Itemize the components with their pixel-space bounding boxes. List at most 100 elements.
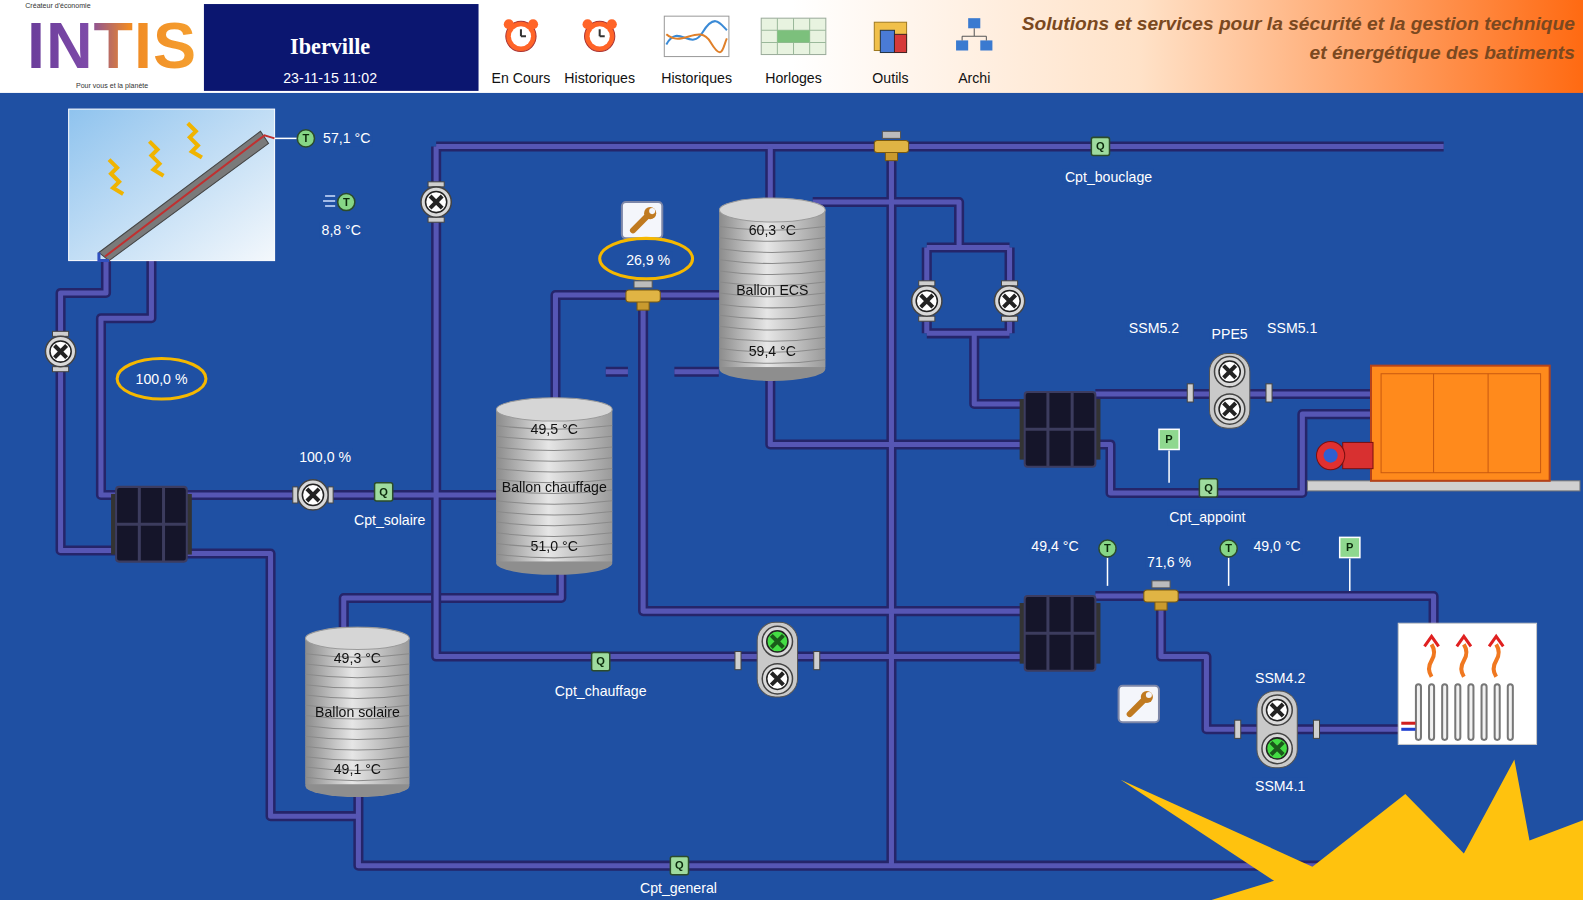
tank-shape (496, 501, 612, 505)
pumps (762, 664, 792, 694)
sensors (1220, 540, 1237, 557)
maintenance-icons (622, 202, 1159, 722)
screen-title: Iberville (290, 34, 370, 60)
valve-percentage: 71,6 % (1145, 553, 1193, 569)
tank-shape (496, 447, 612, 451)
sensors (670, 857, 688, 875)
tank-shape (305, 638, 409, 786)
wind-symbol (323, 196, 335, 206)
radiator (1424, 636, 1503, 646)
boiler (1381, 374, 1541, 473)
radiator (1398, 623, 1536, 744)
pumps (421, 182, 451, 222)
maintenance-icons (1119, 686, 1159, 722)
tank-shape (719, 271, 825, 275)
tank-shape (719, 249, 825, 253)
pressure-letter: P (1165, 433, 1172, 446)
sensors (1107, 558, 1109, 586)
pumps (1262, 733, 1292, 763)
sensor-letter: T (343, 196, 350, 209)
toolbar-button: Historiques (661, 70, 732, 86)
tank-temperature: 60,3 °C (749, 222, 796, 238)
solar-panel (149, 141, 163, 175)
tank-shape (496, 409, 612, 563)
toolbar-icons (607, 19, 617, 29)
highlight-rings (117, 359, 206, 399)
pipe-connector (344, 574, 562, 629)
meter-letter: Q (596, 655, 605, 668)
tank-shape (496, 468, 612, 472)
solar-panel (275, 138, 297, 140)
heat-exchangers (1020, 596, 1101, 671)
tank-temperature: 49,5 °C (531, 421, 578, 437)
tank-shape (719, 210, 825, 367)
radiator (1401, 722, 1415, 725)
toolbar-icons (504, 19, 514, 29)
valves (626, 281, 660, 310)
wind-symbol (323, 196, 335, 206)
pumps (912, 281, 942, 321)
toolbar-icons (504, 16, 993, 56)
sensors (375, 483, 393, 501)
sensors (1099, 540, 1116, 557)
logo-text: INTIS (27, 9, 197, 83)
meter-name: Cpt_chauffage (553, 683, 649, 699)
sensors (592, 653, 610, 671)
pumps (45, 331, 75, 371)
toolbar-icons (956, 18, 992, 50)
toolbar-icons (511, 26, 531, 46)
tank-shape (496, 458, 612, 462)
valves (874, 131, 908, 160)
header-bar (20, 2, 204, 91)
tank-shape (496, 533, 612, 537)
sensors (1199, 479, 1217, 497)
sensor-letter: T (1225, 542, 1232, 555)
solar-panel (69, 109, 297, 261)
pumps (757, 622, 797, 697)
pumps (45, 182, 1319, 768)
pumps (994, 281, 1024, 321)
meter-name: Cpt_solaire (352, 512, 428, 528)
toolbar-button: Horloges (765, 70, 822, 86)
tank-shape (719, 198, 825, 222)
tank-shape (305, 777, 409, 780)
toolbar-button: Historiques (564, 70, 635, 86)
boiler (1307, 481, 1580, 491)
pumps (814, 652, 820, 670)
toolbar-icons (664, 16, 729, 56)
tank-shape (496, 522, 612, 526)
pumps (1215, 394, 1245, 424)
boiler (1307, 366, 1580, 491)
pumps (762, 626, 792, 656)
pumps (1209, 354, 1249, 429)
tank-shape (305, 674, 409, 677)
meter-letter: Q (1204, 481, 1213, 494)
sensors (338, 193, 355, 210)
radiator (1418, 687, 1510, 738)
toolbar-icons (777, 30, 809, 42)
pump-name: SSM4.1 (1253, 778, 1307, 794)
temperature-value: 49,0 °C (1251, 538, 1302, 554)
toolbar-icons (761, 18, 826, 54)
header-bar (0, 0, 1583, 93)
temperature-value: 49,4 °C (1029, 538, 1080, 554)
tank-shape (305, 746, 409, 749)
tank-temperature: 49,1 °C (334, 761, 381, 777)
tank-shape (719, 210, 825, 369)
toolbar-icons (894, 34, 906, 52)
pressure-letter: P (1346, 541, 1353, 554)
tank-shape (496, 554, 612, 558)
sensors (297, 130, 314, 147)
toolbar-icons (528, 19, 538, 29)
toolbar-icons (968, 18, 980, 28)
pumps (1262, 695, 1292, 725)
tank-name: Ballon solaire (315, 704, 400, 720)
toolbar-icons (600, 29, 605, 36)
pipe-connector (344, 574, 562, 629)
tank-shape (305, 695, 409, 698)
sensors (1340, 537, 1360, 557)
sensors (297, 130, 1360, 875)
pumps (1187, 384, 1193, 402)
highlight-rings (117, 238, 692, 399)
